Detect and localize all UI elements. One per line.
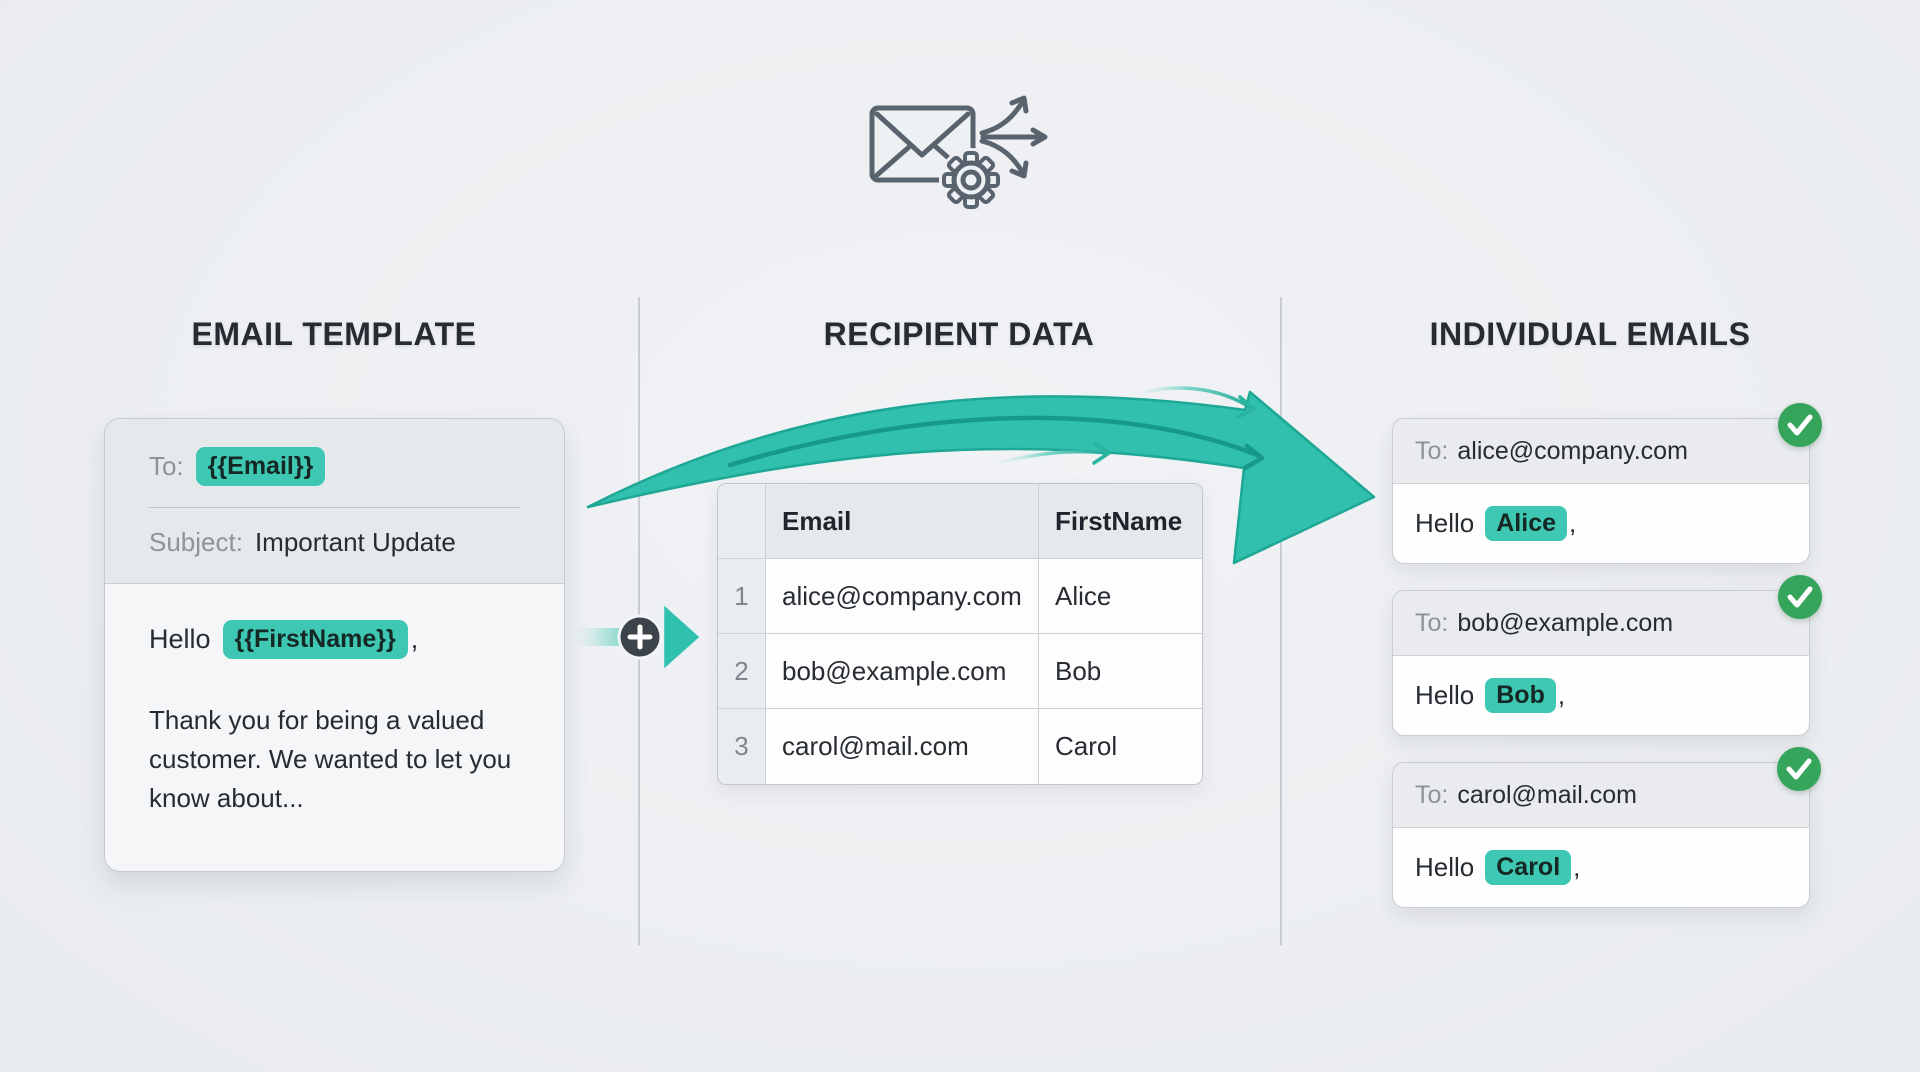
greeting-prefix: Hello — [149, 624, 211, 654]
cell-email: carol@mail.com — [766, 709, 1039, 784]
cell-email: alice@company.com — [766, 559, 1039, 634]
merged-name-badge: Carol — [1485, 850, 1572, 885]
row-number: 2 — [718, 634, 766, 709]
row-number: 3 — [718, 709, 766, 784]
sent-check-badge — [1778, 403, 1822, 447]
template-body-text: Thank you for being a valued customer. W… — [149, 705, 512, 813]
column-title-email-template: EMAIL TEMPLATE — [191, 316, 477, 352]
greeting-suffix: , — [1557, 680, 1566, 710]
column-divider-left — [638, 297, 640, 946]
subject-label: Subject: — [149, 527, 243, 557]
template-subject-row: Subject: Important Update — [149, 527, 456, 558]
plus-circle-icon — [617, 614, 663, 660]
recipient-table: Email FirstName 1 alice@company.com Alic… — [717, 483, 1203, 785]
column-title-recipient-data: RECIPIENT DATA — [823, 316, 1095, 352]
to-label: To: — [1415, 780, 1449, 809]
email-body-row: Hello Carol , — [1393, 828, 1809, 907]
firstname-variable-badge: {{FirstName}} — [222, 620, 408, 659]
email-to-row: To: alice@company.com — [1393, 419, 1809, 484]
greeting-prefix: Hello — [1415, 508, 1475, 538]
checkmark-icon — [1786, 758, 1812, 780]
motion-arrow-top-icon — [1136, 386, 1256, 419]
template-card-header: To: {{Email}} Subject: Important Update — [105, 419, 564, 584]
greeting-prefix: Hello — [1415, 680, 1475, 710]
individual-email-card-carol: To: carol@mail.com Hello Carol , — [1392, 762, 1810, 908]
merge-connector — [576, 601, 703, 673]
header-divider — [149, 507, 520, 508]
table-corner-cell — [718, 484, 766, 559]
merged-name-badge: Bob — [1485, 678, 1556, 713]
envelope-icon — [869, 105, 976, 183]
checkmark-icon — [1787, 586, 1813, 608]
fade-bar — [576, 628, 628, 646]
gear-icon — [939, 148, 1003, 212]
checkmark-icon — [1787, 414, 1813, 436]
email-to-row: To: carol@mail.com — [1393, 763, 1809, 828]
cell-firstname: Alice — [1039, 559, 1202, 634]
greeting-suffix: , — [1573, 852, 1581, 882]
envelope-gear-fanout-icon — [869, 95, 1048, 212]
greeting-prefix: Hello — [1415, 852, 1475, 882]
sent-check-badge — [1778, 575, 1822, 619]
table-header-email: Email — [766, 484, 1039, 559]
to-label: To: — [1415, 608, 1449, 637]
to-label: To: — [1415, 436, 1449, 465]
greeting-suffix: , — [410, 624, 419, 654]
template-to-row: To: {{Email}} — [149, 447, 326, 486]
cell-firstname: Carol — [1039, 709, 1202, 784]
merged-name-badge: Alice — [1485, 506, 1568, 541]
sent-check-badge — [1777, 747, 1821, 791]
template-card-body: Hello {{FirstName}} , Thank you for bein… — [105, 584, 564, 818]
email-body-row: Hello Bob , — [1393, 656, 1809, 735]
column-title-individual-emails: INDIVIDUAL EMAILS — [1429, 316, 1751, 352]
template-greeting: Hello {{FirstName}} , — [149, 620, 528, 659]
subject-value: Important Update — [254, 527, 456, 557]
cell-email: bob@example.com — [766, 634, 1039, 709]
email-variable-badge: {{Email}} — [195, 447, 326, 486]
email-template-card: To: {{Email}} Subject: Important Update … — [104, 418, 565, 872]
swoosh-inner-line — [727, 415, 1265, 471]
individual-email-card-alice: To: alice@company.com Hello Alice , — [1392, 418, 1810, 564]
to-address: carol@mail.com — [1457, 780, 1637, 809]
row-number: 1 — [718, 559, 766, 634]
email-to-row: To: bob@example.com — [1393, 591, 1809, 656]
connector-arrowhead-icon — [661, 601, 703, 673]
to-label: To: — [149, 451, 184, 481]
column-divider-right — [1280, 297, 1282, 946]
motion-arrow-bottom-icon — [996, 442, 1111, 465]
plus-icon — [627, 624, 653, 650]
individual-email-card-bob: To: bob@example.com Hello Bob , — [1392, 590, 1810, 736]
greeting-suffix: , — [1569, 508, 1577, 538]
to-address: alice@company.com — [1457, 436, 1688, 465]
table-header-firstname: FirstName — [1039, 484, 1202, 559]
email-body-row: Hello Alice , — [1393, 484, 1809, 563]
cell-firstname: Bob — [1039, 634, 1202, 709]
to-address: bob@example.com — [1457, 608, 1674, 637]
fanout-arrows-icon — [979, 95, 1048, 179]
